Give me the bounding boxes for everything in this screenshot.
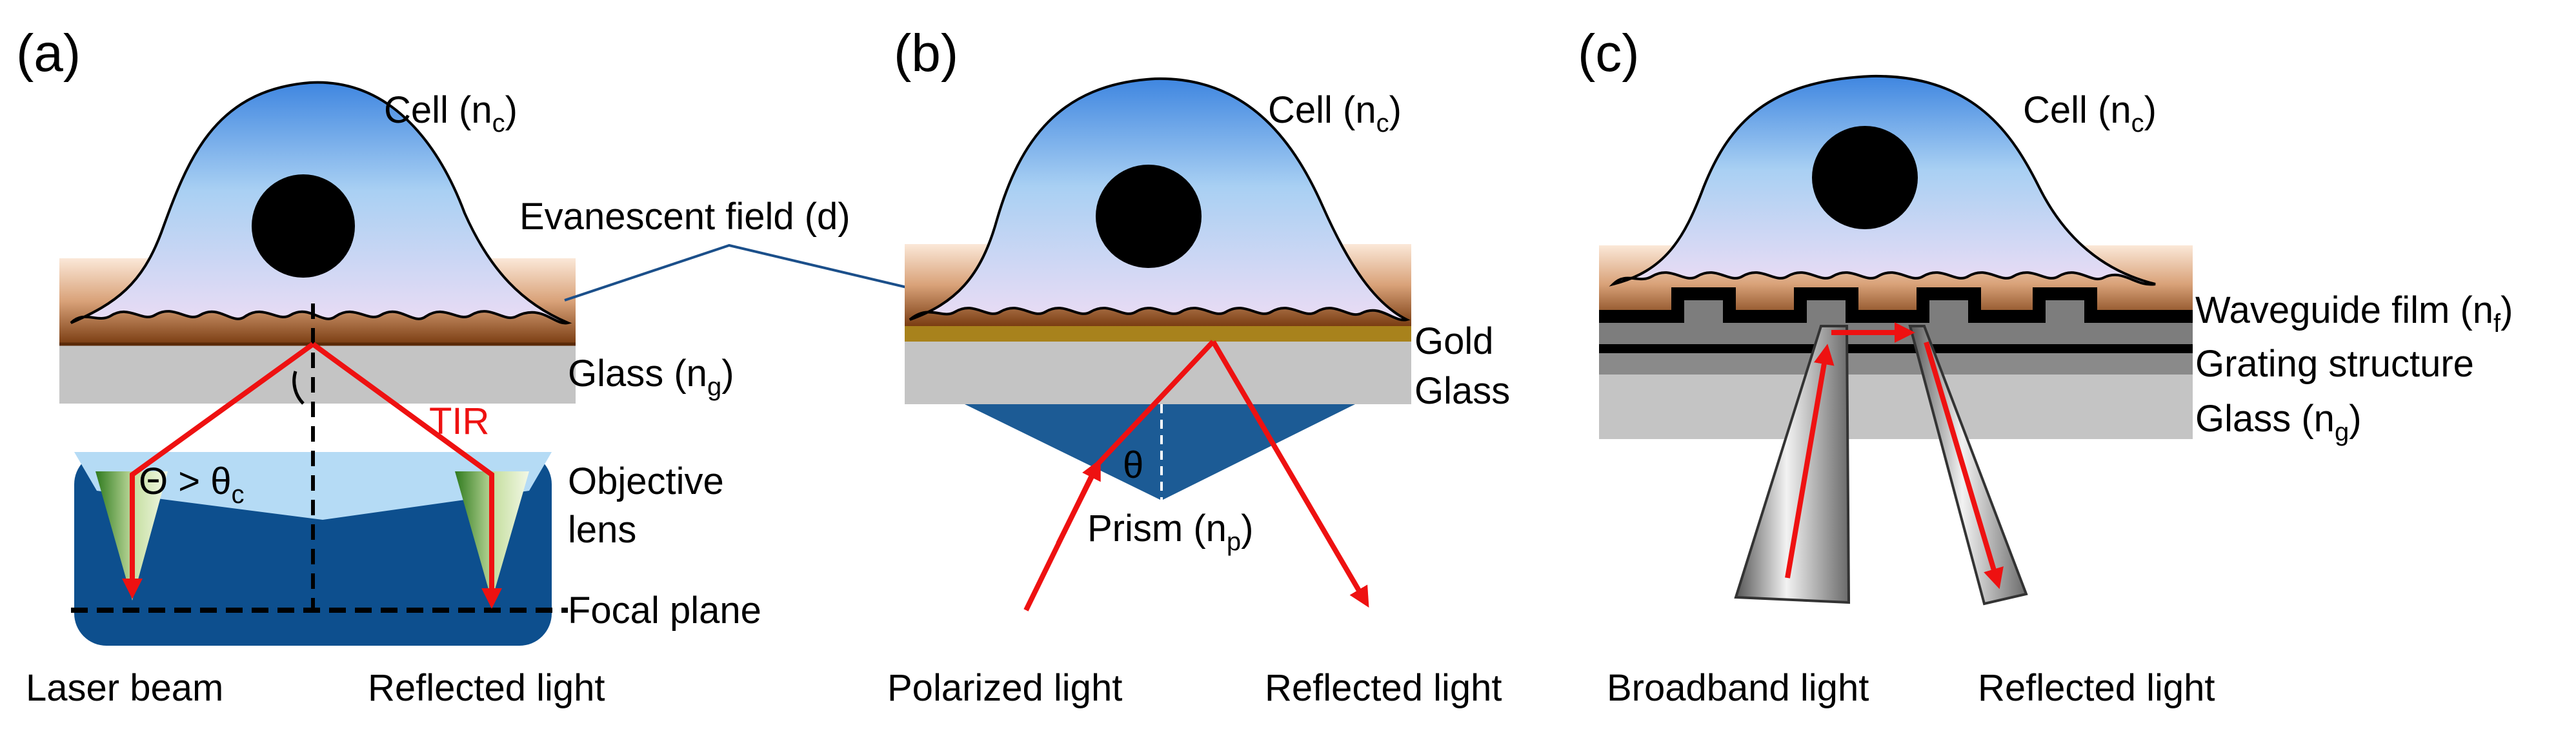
panel-a-laser-beam [122,342,315,599]
panel-c-nucleus [1812,126,1918,229]
panel-a-reflected-label: Reflected light [368,667,605,709]
panel-a: (a) Cell (nc) Evanescent field (d) Glass… [16,24,850,709]
panel-b-prism [965,404,1355,500]
panel-b-polarized-label: Polarized light [887,667,1122,709]
panel-b-theta-label: θ [1123,444,1143,486]
panel-c-reflected-beam [1924,341,2004,590]
panel-a-reflected-beam [311,342,502,609]
panel-c-reflected-label: Reflected light [1978,667,2215,709]
panel-c-glass-slab [1599,375,2193,439]
panel-a-nucleus [252,174,355,278]
panel-c-cell-label: Cell (nc) [2023,89,2157,138]
panel-b-glass-slab [905,342,1411,404]
evanescent-field-label: Evanescent field (d) [519,196,850,238]
panel-a-laser-label: Laser beam [26,667,223,709]
panel-a-tag: (a) [16,24,81,83]
panel-a-angle-label: Θ > θc [139,460,244,509]
panel-b-glass-label: Glass [1414,370,1510,412]
panel-c-broadband-label: Broadband light [1607,667,1869,709]
panel-a-glass-slab [59,344,576,404]
panel-b-gold-layer [905,326,1411,342]
panel-b-cell-label: Cell (nc) [1268,89,1402,138]
panel-c-tag: (c) [1578,24,1640,83]
panel-c-output-fiber [1908,325,2028,606]
panel-a-objective-label-1: Objective [568,460,724,502]
panel-c-glass-label: Glass (ng) [2195,398,2362,446]
panel-a-tir-label: TIR [429,400,489,442]
panel-b-nucleus [1096,165,1202,268]
panel-c-broadband-beam [1785,344,1835,579]
panel-c-grating-label: Grating structure [2195,343,2474,385]
panel-a-cell-label: Cell (nc) [384,89,518,138]
panel-c-waveguide-label: Waveguide film (nf) [2195,289,2513,338]
panel-b: (b) Cell (nc) Gold Glass θ Prism (np) Po… [887,24,1510,709]
panel-b-tag: (b) [894,24,958,83]
evanescent-connector-line [564,243,907,302]
panel-b-prism-label: Prism (np) [1087,508,1253,556]
panel-a-glass-label: Glass (ng) [568,353,734,401]
panel-b-reflected-beam [1211,340,1369,608]
panel-a-focal-label: Focal plane [568,590,761,631]
panel-a-objective-label-2: lens [568,509,636,551]
panel-b-reflected-label: Reflected light [1265,667,1502,709]
panel-b-gold-label: Gold [1414,320,1494,362]
panel-c: (c) Cell (nc) Waveguide film (nf) Gratin… [1578,24,2513,709]
panel-c-waveguide-film [1599,287,2193,323]
